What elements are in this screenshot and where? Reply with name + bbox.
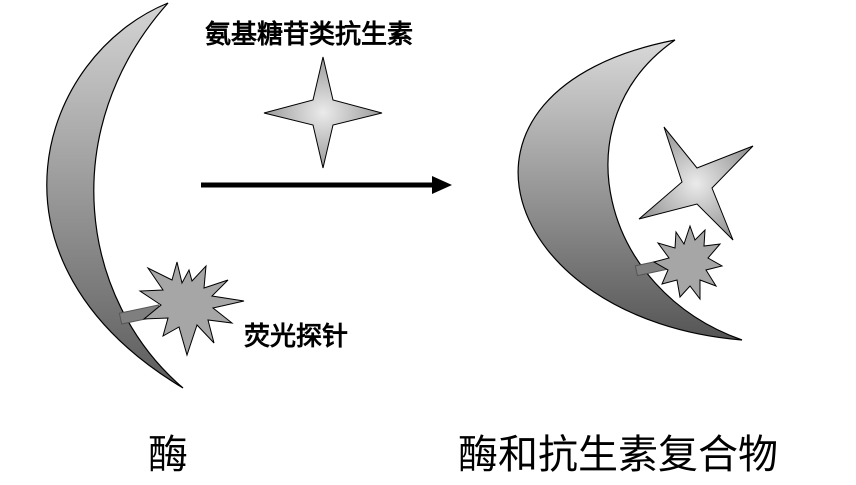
fluorescent-probe-right — [652, 224, 724, 301]
antibiotic-star-top — [263, 56, 383, 169]
antibiotic-star-bound — [638, 126, 754, 241]
antibiotic-label: 氨基糖苷类抗生素 — [205, 19, 413, 50]
fluorescent-probe-left — [138, 261, 245, 357]
probe-label: 荧光探针 — [244, 322, 348, 352]
complex-label: 酶和抗生素复合物 — [458, 432, 778, 478]
enzyme-crescent-left — [46, 2, 184, 389]
enzyme-crescent-right — [517, 39, 743, 341]
enzyme-label: 酶 — [148, 432, 188, 478]
reaction-arrow-head — [432, 176, 452, 194]
